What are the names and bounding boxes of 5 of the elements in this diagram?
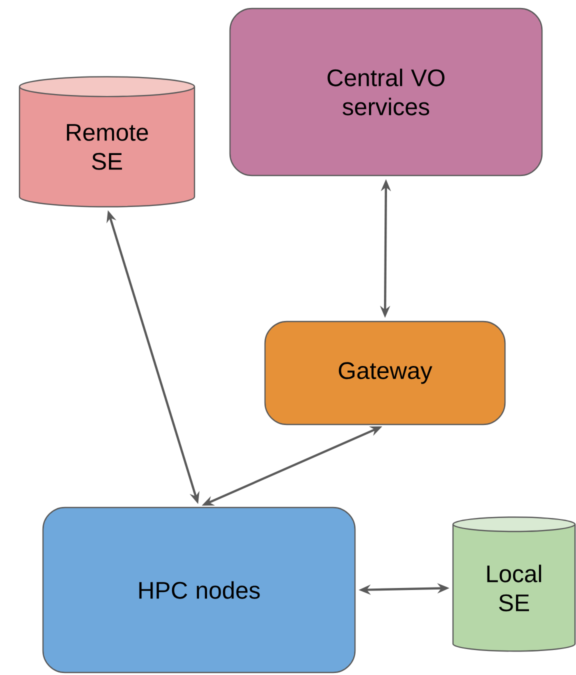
process-box: Central VO services: [229, 8, 543, 176]
process-box: Gateway: [264, 320, 506, 426]
storage-cylinder: Local SE: [452, 516, 576, 652]
storage-cylinder: Remote SE: [18, 76, 196, 208]
process-box: HPC nodes: [42, 506, 356, 674]
